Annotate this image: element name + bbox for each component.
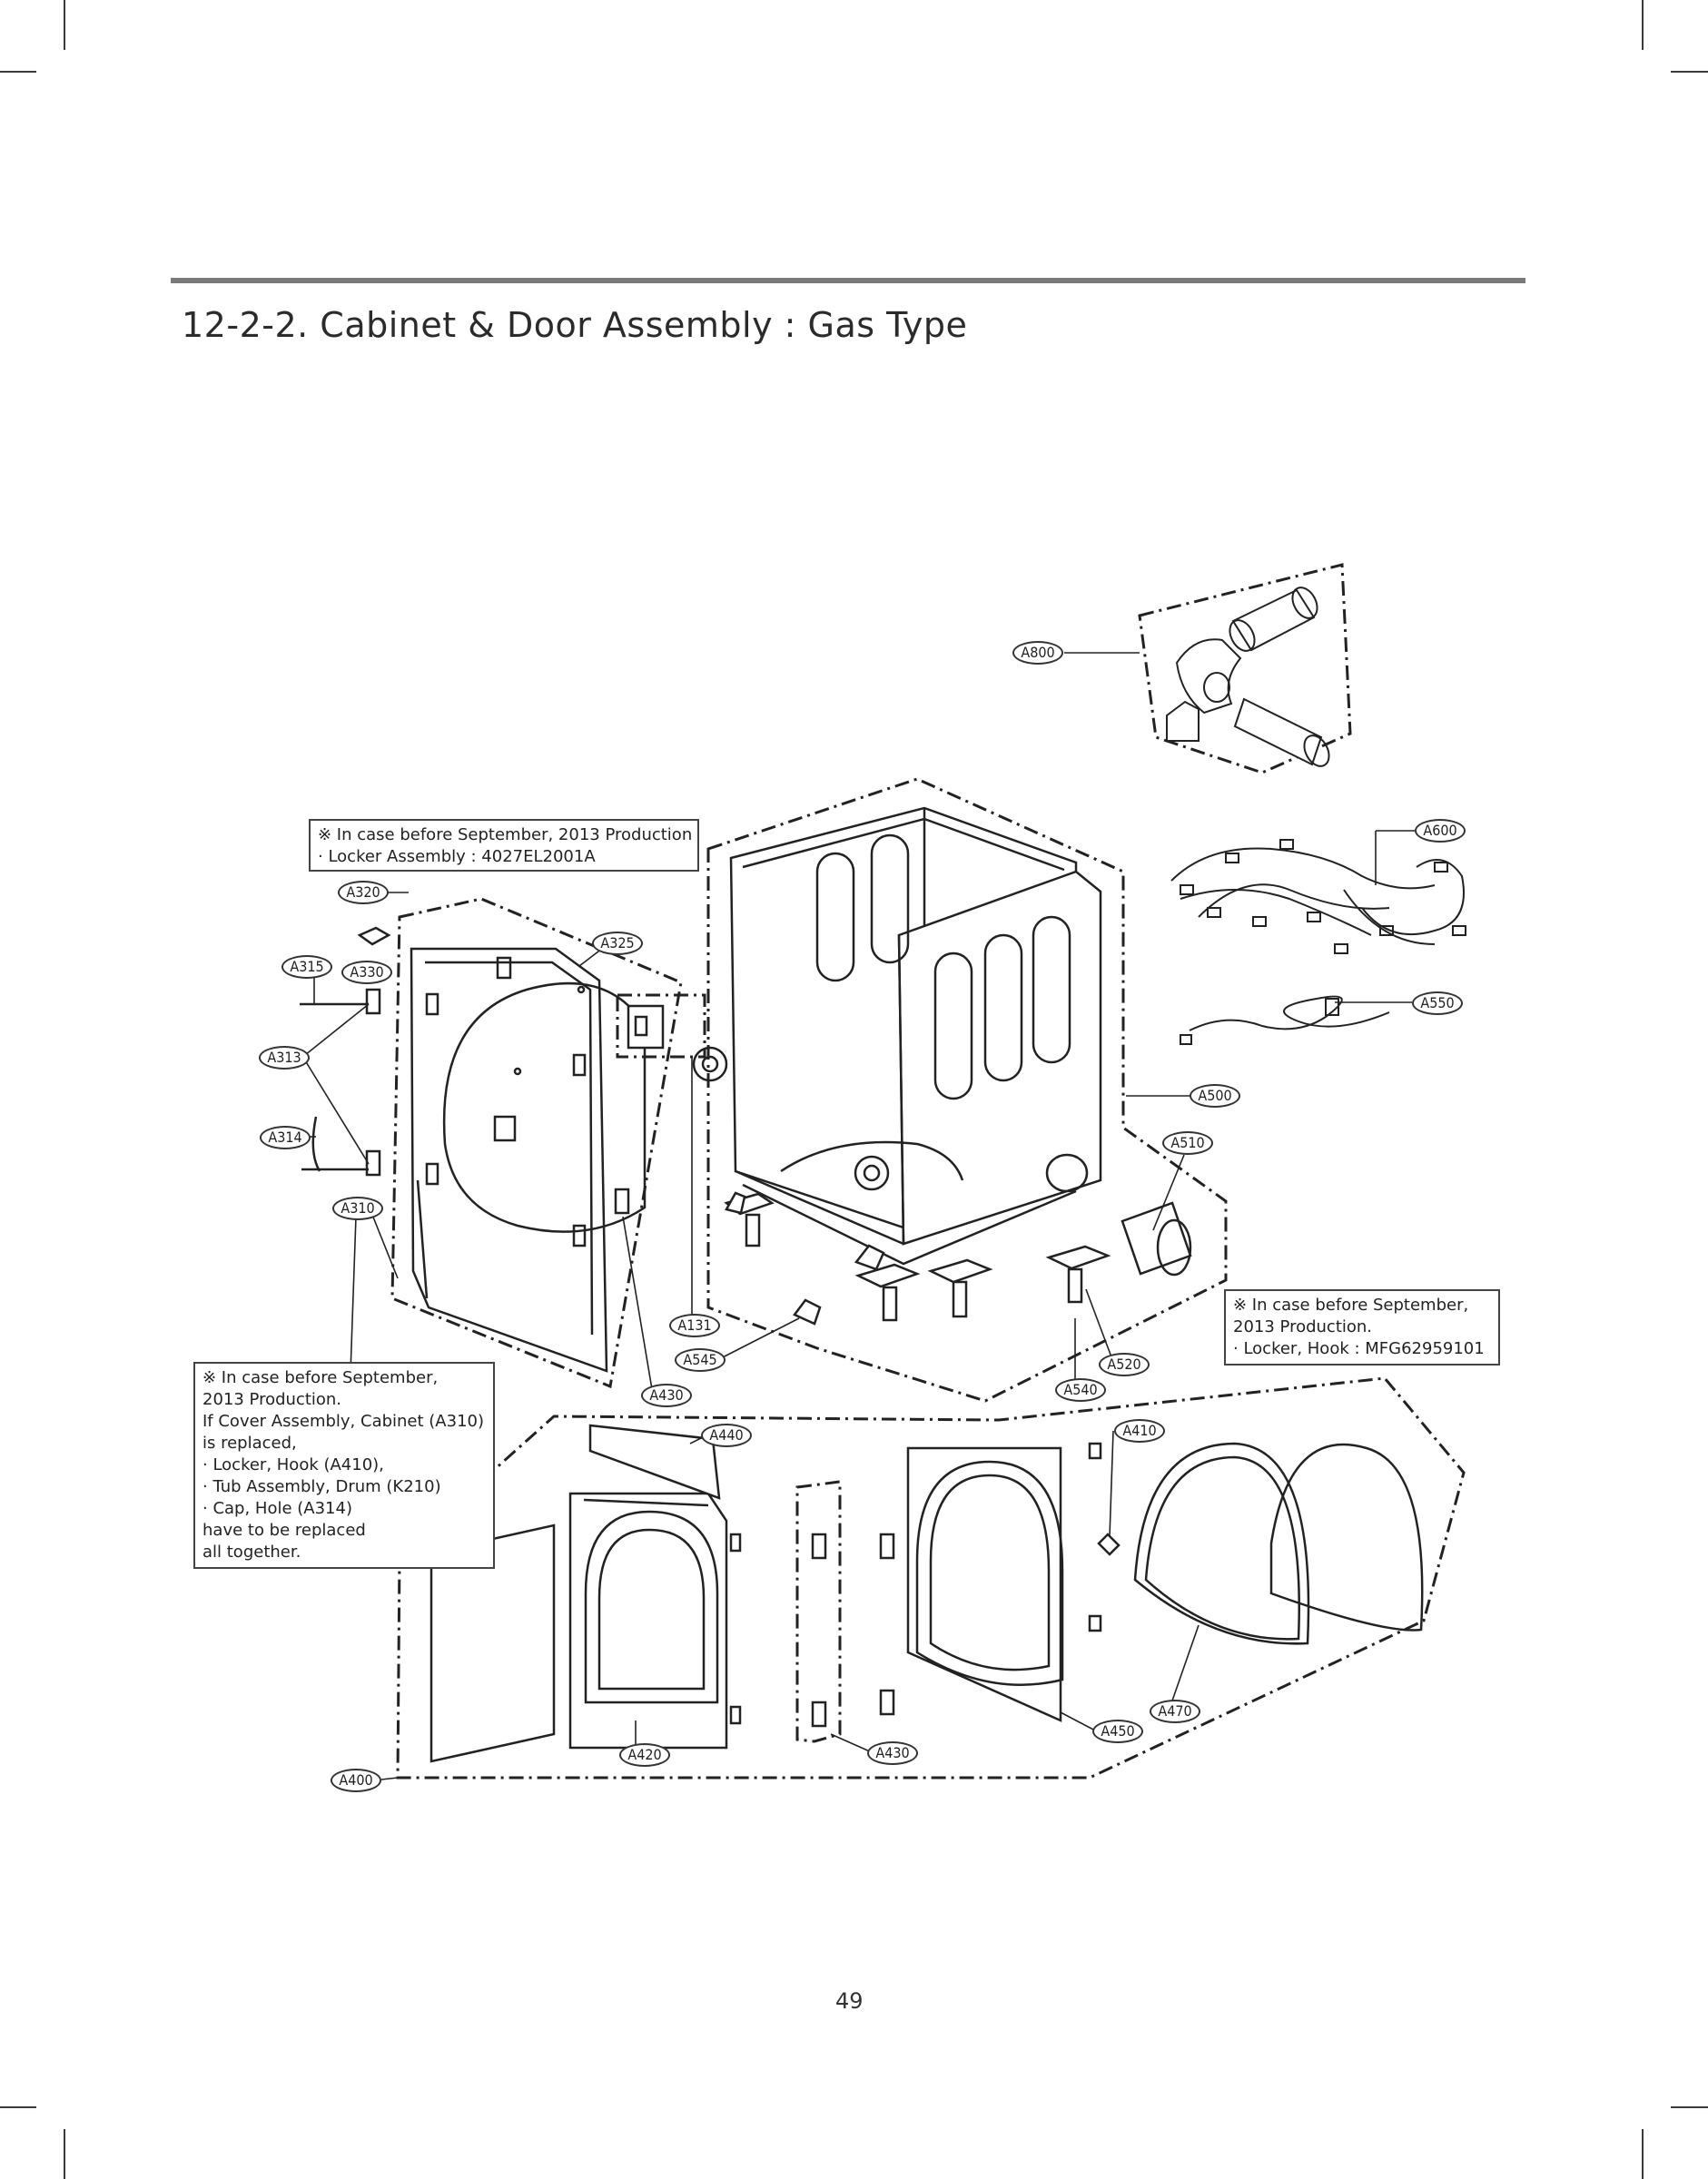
part-label-a540: A540 (1055, 1378, 1106, 1402)
part-label-a131: A131 (669, 1314, 720, 1337)
part-label-a430-lower: A430 (867, 1741, 918, 1765)
leveling-legs (724, 1191, 1111, 1326)
note-locker-hook: ※ In case before September, 2013 Product… (1224, 1289, 1500, 1366)
locker-detail-box (616, 993, 706, 1059)
note-line: If Cover Assembly, Cabinet (A310) (202, 1412, 484, 1431)
part-label-a420: A420 (619, 1743, 670, 1767)
section-title: 12-2-2. Cabinet & Door Assembly : Gas Ty… (182, 305, 968, 345)
note-line: ※ In case before September, (202, 1368, 439, 1387)
part-label-a320: A320 (338, 881, 389, 904)
part-label-a410: A410 (1114, 1419, 1165, 1443)
part-label-a600: A600 (1415, 819, 1466, 843)
door-group-outline (396, 1376, 1466, 1780)
cabinet-body (692, 806, 1192, 1326)
front-panel-group-outline (390, 897, 683, 1389)
crop-mark (0, 71, 36, 73)
part-label-a310: A310 (332, 1197, 383, 1220)
note-line: all together. (202, 1543, 301, 1562)
crop-mark (1642, 0, 1644, 50)
note-line: · Cap, Hole (A314) (202, 1499, 352, 1518)
leader-lines (304, 652, 1415, 1780)
part-label-a313: A313 (259, 1046, 310, 1070)
note-line: is replaced, (202, 1434, 297, 1453)
note-line: 2013 Production. (1233, 1317, 1373, 1336)
part-label-a545: A545 (675, 1348, 726, 1372)
part-label-a315: A315 (281, 955, 332, 979)
part-label-a330: A330 (341, 961, 392, 984)
crop-mark (64, 2129, 65, 2179)
part-label-a400: A400 (331, 1769, 381, 1792)
note-locker-assembly: ※ In case before September, 2013 Product… (309, 819, 699, 872)
hinge-strip-outline (795, 1480, 842, 1743)
crop-mark (1642, 2129, 1644, 2179)
part-label-a450: A450 (1092, 1720, 1143, 1743)
note-line: · Locker, Hook (A410), (202, 1455, 384, 1474)
part-label-a440: A440 (701, 1424, 752, 1447)
note-line: ※ In case before September, (1233, 1296, 1469, 1315)
part-label-a314: A314 (260, 1126, 311, 1149)
page-number: 49 (835, 1988, 864, 2014)
note-line: ※ In case before September, 2013 Product… (318, 825, 693, 844)
cabinet-group-outline (706, 777, 1228, 1403)
part-label-a550: A550 (1412, 991, 1463, 1015)
part-label-a430-upper: A430 (641, 1384, 692, 1407)
part-label-a510: A510 (1162, 1131, 1213, 1155)
exhaust-duct (1166, 587, 1330, 767)
wire-harness (1170, 839, 1466, 1045)
crop-mark (1671, 2106, 1708, 2108)
front-panel-cabinet (300, 926, 665, 1373)
note-line: · Locker Assembly : 4027EL2001A (318, 847, 596, 866)
door-parts (429, 1424, 1424, 1763)
part-label-a325: A325 (592, 932, 643, 955)
note-line: · Locker, Hook : MFG62959101 (1233, 1339, 1485, 1358)
note-line: · Tub Assembly, Drum (K210) (202, 1477, 441, 1496)
part-label-a520: A520 (1099, 1353, 1150, 1376)
crop-mark (1671, 71, 1708, 73)
note-cover-cabinet: ※ In case before September, 2013 Product… (193, 1362, 495, 1569)
part-label-a500: A500 (1190, 1084, 1240, 1108)
crop-mark (64, 0, 65, 50)
note-line: 2013 Production. (202, 1390, 342, 1409)
note-line: have to be replaced (202, 1521, 366, 1540)
part-label-a800: A800 (1012, 641, 1063, 665)
crop-mark (0, 2106, 36, 2108)
header-rule (171, 278, 1525, 283)
part-label-a470: A470 (1150, 1700, 1200, 1723)
